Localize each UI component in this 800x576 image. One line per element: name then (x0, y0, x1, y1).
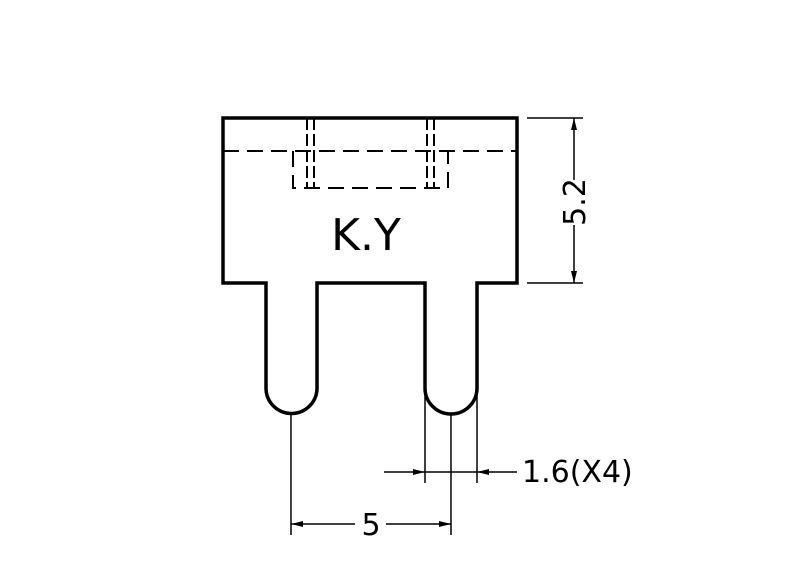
pin-width-dimension: 1.6(X4) (384, 395, 633, 490)
pitch-value: 5 (361, 508, 380, 543)
pin-width-value: 1.6(X4) (522, 455, 633, 490)
height-dimension: 5.2 (527, 117, 593, 284)
pitch-dimension: 5 (290, 413, 452, 543)
hidden-lines (223, 118, 517, 189)
height-value: 5.2 (558, 178, 593, 226)
component-outline (221, 116, 519, 416)
part-label: K.Y (331, 210, 401, 261)
